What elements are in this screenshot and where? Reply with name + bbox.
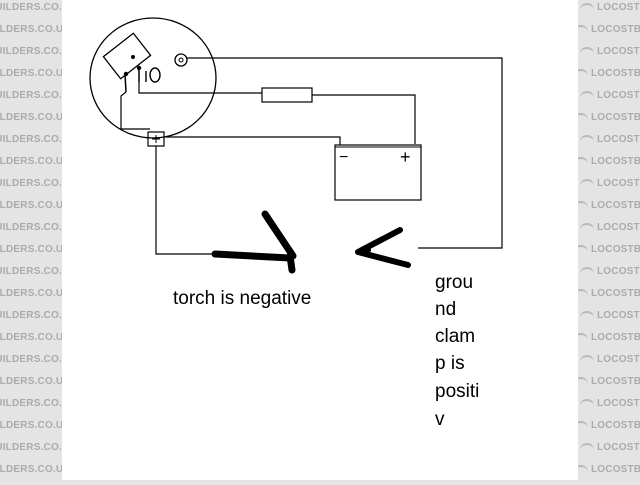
watermark-text: LOCOSTBUILDERS.CO.UK (578, 420, 640, 431)
car-logo-icon (580, 354, 594, 364)
car-logo-icon (580, 310, 594, 320)
car-logo-icon (580, 178, 594, 188)
diagram-canvas: − + torch is negative grou nd clam p is … (62, 0, 578, 480)
watermark-text: LOCOSTBUILDERS.CO.UK (580, 310, 640, 321)
terminal-dot-mid (136, 65, 142, 71)
car-logo-icon (578, 420, 588, 430)
watermark-text: LOCOSTBUILDERS.CO.UK (0, 288, 62, 299)
watermark-text: LOCOSTBUILDERS.CO.UK (0, 156, 62, 167)
wiring-diagram: − + torch is negative grou nd clam p is … (89, 17, 503, 430)
watermark-text: LOCOSTBUILDERS.CO.UK (580, 398, 640, 409)
watermark-text: LOCOSTBUILDERS.CO.UK (578, 68, 640, 79)
car-logo-icon (578, 200, 588, 210)
watermark-text: LOCOSTBUILDERS.CO.UK (578, 112, 640, 123)
car-logo-icon (578, 288, 588, 298)
watermark-text: LOCOSTBUILDERS.CO.UK (580, 222, 640, 233)
watermark-text: LOCOSTBUILDERS.CO.UK (580, 2, 640, 13)
ground-label-line: nd (435, 299, 456, 320)
watermark-text: LOCOSTBUILDERS.CO.UK (0, 200, 62, 211)
terminal-dot-left (123, 71, 129, 77)
car-logo-icon (580, 222, 594, 232)
car-logo-icon (578, 112, 588, 122)
wire-to-battery-minus (166, 136, 341, 145)
watermark-text: LOCOSTBUILDERS.CO.UK (580, 90, 640, 101)
watermark-text: LOCOSTBUILDERS.CO.UK (580, 134, 640, 145)
car-logo-icon (578, 24, 588, 34)
wire-to-fuse (138, 82, 262, 94)
car-logo-icon (578, 68, 588, 78)
car-logo-icon (580, 266, 594, 276)
watermark-text: LOCOSTBUILDERS.CO.UK (0, 2, 62, 13)
watermark-text: LOCOSTBUILDERS.CO.UK (0, 244, 62, 255)
watermark-text: LOCOSTBUILDERS.CO.UK (578, 156, 640, 167)
car-logo-icon (578, 376, 588, 386)
watermark-text: LOCOSTBUILDERS.CO.UK (578, 376, 640, 387)
car-logo-icon (580, 2, 594, 12)
pivot-dot (131, 55, 135, 59)
terminal-post-left (124, 73, 127, 93)
ground-label-line: clam (435, 326, 475, 347)
watermark-text: LOCOSTBUILDERS.CO.UK (0, 464, 62, 475)
watermark-text: LOCOSTBUILDERS.CO.UK (580, 46, 640, 57)
wire-left-loop (120, 91, 150, 130)
watermark-text: LOCOSTBUILDERS.CO.UK (0, 376, 62, 387)
watermark-text: LOCOSTBUILDERS.CO.UK (0, 112, 62, 123)
ground-label-line: v (435, 409, 445, 430)
ground-label-line: p is (435, 353, 465, 374)
watermark-text: LOCOSTBUILDERS.CO.UK (580, 266, 640, 277)
ground-clamp-label: grou nd clam p is positi v (435, 272, 479, 430)
ground-label-line: grou (435, 272, 473, 293)
watermark-text: LOCOSTBUILDERS.CO.UK (580, 178, 640, 189)
watermark-text: LOCOSTBUILDERS.CO.UK (578, 24, 640, 35)
car-logo-icon (580, 46, 594, 56)
car-logo-icon (580, 442, 594, 452)
car-logo-icon (580, 398, 594, 408)
battery (334, 144, 422, 201)
wire-torch (155, 146, 215, 255)
wire-positive-clamp (187, 57, 503, 249)
watermark-text: LOCOSTBUILDERS.CO.UK (0, 266, 62, 277)
watermark-text: LOCOSTBUILDERS.CO.UK (0, 178, 62, 189)
ring-terminal (174, 53, 188, 67)
watermark-text: LOCOSTBUILDERS.CO.UK (0, 310, 62, 321)
watermark-text: LOCOSTBUILDERS.CO.UK (0, 134, 62, 145)
ground-label-line: positi (435, 381, 479, 402)
watermark-text: LOCOSTBUILDERS.CO.UK (0, 24, 62, 35)
car-logo-icon (580, 90, 594, 100)
fuse (261, 87, 313, 103)
watermark-text: LOCOSTBUILDERS.CO.UK (0, 420, 62, 431)
contact-ring (149, 67, 161, 83)
torch-icon (211, 210, 297, 274)
watermark-text: LOCOSTBUILDERS.CO.UK (580, 442, 640, 453)
watermark-text: LOCOSTBUILDERS.CO.UK (0, 90, 62, 101)
watermark-text: LOCOSTBUILDERS.CO.UK (578, 332, 640, 343)
battery-plus-label: + (400, 147, 411, 167)
wire-fuse-to-battery-plus (312, 94, 416, 144)
watermark-text: LOCOSTBUILDERS.CO.UK (580, 354, 640, 365)
watermark-text: LOCOSTBUILDERS.CO.UK (0, 46, 62, 57)
watermark-text: LOCOSTBUILDERS.CO.UK (578, 464, 640, 475)
watermark-band-left: LOCOSTBUILDERS.CO.UK LOCOSTBUILDERS.CO.UK… (0, 0, 62, 480)
watermark-text: LOCOSTBUILDERS.CO.UK (0, 442, 62, 453)
watermark-text: LOCOSTBUILDERS.CO.UK (0, 68, 62, 79)
watermark-text: LOCOSTBUILDERS.CO.UK (578, 288, 640, 299)
torch-label: torch is negative (173, 288, 311, 309)
battery-minus-label: − (339, 149, 348, 166)
watermark-text: LOCOSTBUILDERS.CO.UK (0, 332, 62, 343)
watermark-band-right: LOCOSTBUILDERS.CO.UK LOCOSTBUILDERS.CO.UK… (578, 0, 640, 480)
car-logo-icon (580, 134, 594, 144)
car-logo-icon (578, 244, 588, 254)
watermark-text: LOCOSTBUILDERS.CO.UK (578, 244, 640, 255)
terminal-block (102, 32, 152, 80)
car-logo-icon (578, 464, 588, 474)
ground-clamp-icon (355, 227, 411, 268)
watermark-text: LOCOSTBUILDERS.CO.UK (0, 222, 62, 233)
watermark-text: LOCOSTBUILDERS.CO.UK (0, 354, 62, 365)
alternator-circle (89, 17, 217, 139)
watermark-text: LOCOSTBUILDERS.CO.UK (578, 200, 640, 211)
car-logo-icon (578, 332, 588, 342)
watermark-text: LOCOSTBUILDERS.CO.UK (0, 398, 62, 409)
car-logo-icon (578, 156, 588, 166)
